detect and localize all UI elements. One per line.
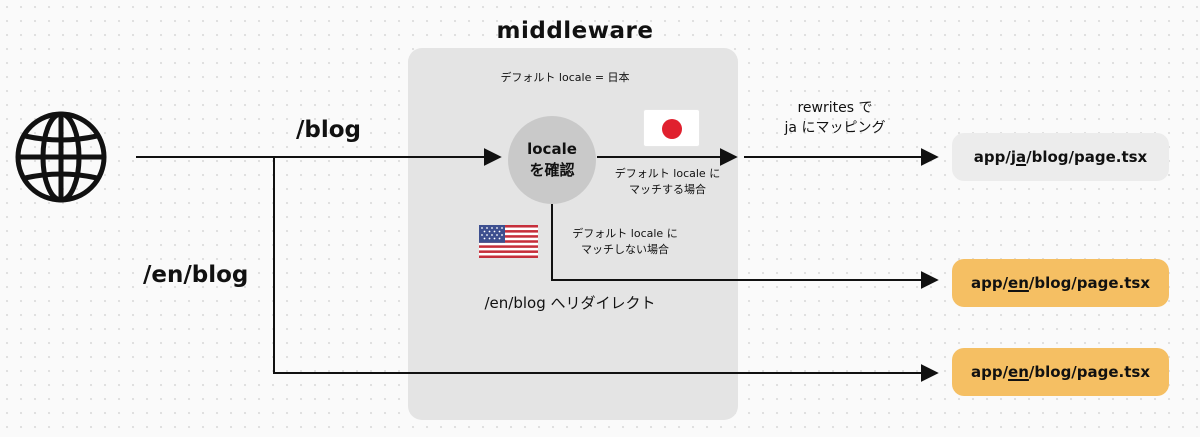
arrow-no-match [551,204,939,289]
file-en-redirect-locale: en [1008,274,1029,292]
match-condition-line2: マッチする場合 [629,183,706,196]
locale-check-line2: を確認 [529,161,575,179]
file-en-direct-locale: en [1008,363,1029,381]
rewrite-line2: ja にマッピング [784,120,886,136]
globe-icon [15,111,107,203]
file-box-ja: app/ja/blog/page.tsx [952,133,1169,181]
rewrite-label: rewrites で ja にマッピング [740,98,930,138]
route-blog-label: /blog [296,117,362,143]
file-ja-suffix: /blog/page.tsx [1026,148,1148,166]
redirect-label: /en/blog へリダイレクト [484,294,656,312]
file-ja-locale: ja [1010,148,1027,166]
match-condition-label: デフォルト locale に マッチする場合 [600,166,735,198]
file-box-en-direct: app/en/blog/page.tsx [952,348,1169,396]
file-ja-prefix: app/ [973,148,1011,166]
file-en-direct-suffix: /blog/page.tsx [1028,363,1151,381]
no-match-condition-line1: デフォルト locale に [572,227,678,240]
route-en-blog-label: /en/blog [143,262,249,288]
match-condition-line1: デフォルト locale に [614,167,721,180]
locale-check-node: locale を確認 [508,116,596,204]
no-match-condition-label: デフォルト locale に マッチしない場合 [560,226,690,258]
us-flag-icon [479,225,538,258]
arrow-en-direct [273,157,939,382]
middleware-title: middleware [496,18,654,44]
file-en-redirect-prefix: app/ [970,274,1009,292]
file-en-redirect-suffix: /blog/page.tsx [1028,274,1151,292]
file-en-direct-prefix: app/ [970,363,1009,381]
file-box-en-redirect: app/en/blog/page.tsx [952,259,1169,307]
rewrite-line1: rewrites で [797,100,873,116]
locale-check-line1: locale [527,140,577,158]
no-match-condition-line2: マッチしない場合 [581,243,669,256]
default-locale-label: デフォルト locale = 日本 [500,71,630,84]
japan-flag-icon [643,109,700,147]
